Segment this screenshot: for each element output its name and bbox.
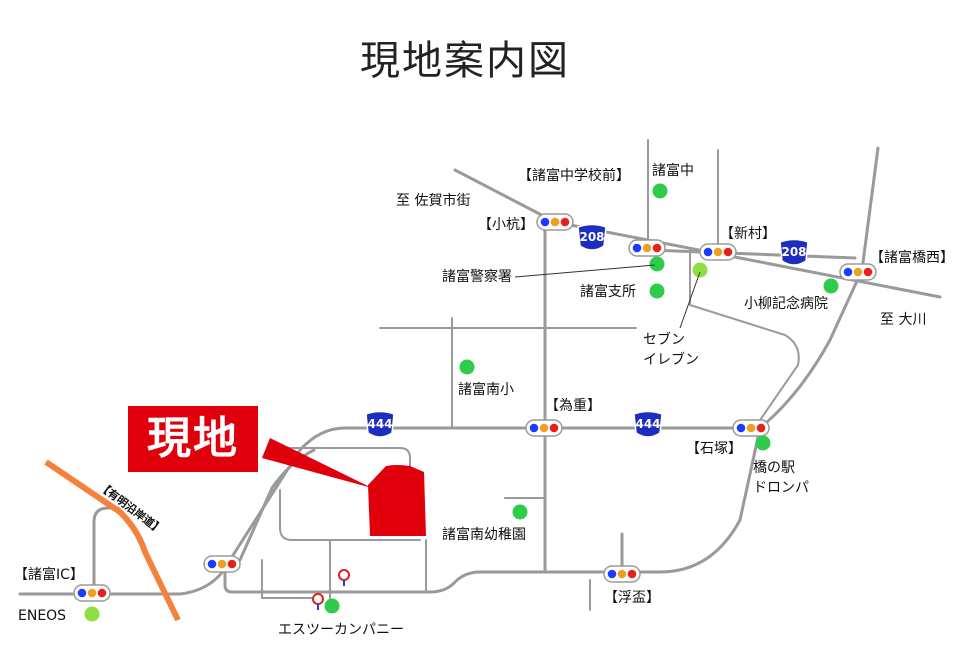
signal-west-icon	[203, 555, 241, 573]
keisatsusho-leader	[514, 264, 656, 278]
signal-kokui-icon	[536, 213, 574, 231]
signal-morotomi-ic-icon	[73, 584, 111, 602]
signal-hashi-nishi-icon	[839, 263, 877, 281]
shisho-label: 諸富支所	[580, 284, 636, 300]
hospital-dot	[823, 278, 839, 294]
hashi-no-eki-label: 橋の駅 ドロンパ	[753, 460, 809, 496]
signal-fuhai-icon	[603, 565, 641, 583]
svg-text:444: 444	[635, 417, 660, 431]
svg-text:208: 208	[579, 230, 604, 244]
morotomi-hashi-nishi-label: 【諸富橋西】	[870, 250, 954, 266]
svg-text:444: 444	[367, 417, 392, 431]
eneos-label: ENEOS	[18, 608, 67, 624]
keisatsusho-dot	[649, 256, 665, 272]
site-pointer	[262, 438, 372, 488]
to-saga-label: 至 佐賀市街	[396, 193, 471, 209]
yochien-label: 諸富南幼稚園	[442, 527, 526, 543]
esu-tsu-label: エスツーカンパニー	[278, 622, 404, 638]
fuhai-label: 【浮盃】	[604, 590, 660, 606]
signal-tameshige-icon	[525, 419, 563, 437]
morotomi-ic-label: 【諸富IC】	[14, 567, 84, 583]
hashi-no-eki-dot	[755, 435, 771, 451]
shisho-dot	[649, 283, 665, 299]
seven-eleven-leader	[679, 271, 701, 329]
yochien-dot	[512, 504, 528, 520]
site-label: 現地	[128, 406, 258, 472]
svg-text:208: 208	[781, 245, 806, 259]
page-title: 現地案内図	[360, 38, 570, 84]
eneos-dot	[84, 606, 100, 622]
ishizuka-label: 【石塚】	[686, 441, 742, 457]
expressway-line	[44, 459, 181, 622]
route-208-shield-a: 208	[577, 223, 607, 251]
koyanagi-hospital-label: 小柳記念病院	[744, 296, 828, 312]
kokui-label: 【小杭】	[478, 217, 534, 233]
route-444-shield-a: 444	[365, 410, 395, 438]
to-okawa-label: 至 大川	[880, 312, 927, 328]
esu-tsu-dot	[324, 598, 340, 614]
morotomi-chu-label: 諸富中	[652, 163, 694, 179]
minami-sho-label: 諸富南小	[458, 382, 514, 398]
route-444-shield-b: 444	[633, 410, 663, 438]
signal-shinmura-icon	[699, 243, 737, 261]
tameshige-label: 【為重】	[545, 398, 601, 414]
signal-ishizuka-icon	[732, 419, 770, 437]
seven-eleven-dot	[692, 262, 708, 278]
shinmura-label: 【新村】	[720, 226, 776, 242]
keisatsusho-label: 諸富警察署	[442, 269, 512, 285]
signal-208-a-icon	[628, 239, 666, 257]
balloon-marker-a	[338, 569, 350, 586]
minami-sho-dot	[459, 359, 475, 375]
site-plot	[368, 465, 426, 536]
traffic-signals	[73, 213, 877, 602]
morotomi-chu-dot	[652, 183, 668, 199]
balloon-marker-b	[312, 593, 324, 610]
route-208-shield-b: 208	[779, 238, 809, 266]
seven-eleven-label: セブン イレブン	[643, 332, 699, 368]
landmark-dots	[84, 183, 839, 622]
morotomi-chugakko-mae-label: 【諸富中学校前】	[518, 168, 630, 184]
